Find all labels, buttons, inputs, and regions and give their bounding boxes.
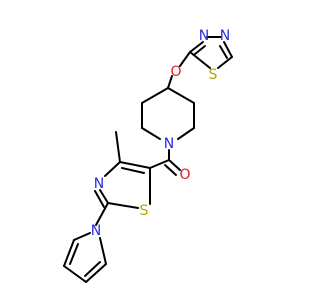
bond-pip-c4-c3 — [167, 87, 195, 104]
bond-thiazole-c5-c4-inner — [121, 167, 145, 174]
bond-pip-n1-c6 — [141, 127, 161, 140]
bond-thiadiazole-s-c2 — [189, 51, 211, 69]
bond-thiazole-n3-c2-inner — [94, 190, 105, 208]
bond-carbonyl-c-o — [168, 159, 181, 171]
bond-thiazole-c5-c4 — [119, 161, 151, 169]
bond-pyrrole-c3-c4 — [63, 265, 87, 283]
atom-o-ether: O — [170, 64, 181, 80]
bond-pyrrole-n-c2 — [99, 237, 107, 265]
bond-layer — [63, 36, 233, 283]
bond-thiadiazole-c5-n2-inner — [219, 45, 228, 59]
molecule-structure-diagram: N N S O N O N S N — [0, 0, 300, 300]
bond-thiazole-n3-c2 — [99, 189, 109, 204]
bond-thiadiazole-n2-c5 — [223, 41, 233, 58]
bond-o-ether-c4 — [167, 75, 173, 89]
atom-n-thiadiazole-1: N — [199, 28, 209, 44]
bond-thiazole-c4-n3 — [104, 161, 121, 177]
bond-thiadiazole-c2-n1 — [189, 41, 204, 53]
atom-o-carbonyl: O — [179, 167, 190, 183]
bond-carbonyl-c-o-double — [164, 164, 177, 176]
bond-pyrrole-c2-c3-inner — [84, 261, 101, 277]
atom-n-thiazole: N — [94, 176, 104, 192]
bond-c2-o-ether — [179, 51, 191, 67]
bond-thiazole-c4-methyl — [115, 131, 121, 163]
atom-n-pyrrole: N — [91, 223, 101, 239]
bond-pyrrole-c4-c5-inner — [69, 243, 79, 265]
bond-thiazole-c2-s — [107, 202, 139, 209]
atom-s-thiadiazole: S — [209, 67, 218, 83]
bond-pip-c2-n1 — [177, 127, 195, 140]
atom-s-thiazole: S — [140, 203, 149, 219]
bond-pyrrole-c5-n — [73, 232, 91, 241]
bond-pip-c5-c4 — [141, 87, 169, 104]
atom-label-layer: N N S O N O N S N — [91, 28, 230, 239]
bond-thiazole-c2-pyrrole-n — [95, 202, 109, 226]
atom-n-thiadiazole-2: N — [220, 28, 230, 44]
diagram-background — [0, 0, 300, 300]
bond-thiadiazole-c2-n1-inner — [194, 45, 206, 55]
bond-pyrrole-c2-c3 — [85, 263, 107, 283]
bond-thiadiazole-c5-s — [217, 56, 233, 69]
bond-carbonyl-c-thiazole-c5 — [149, 159, 170, 169]
atom-n-piperidine: N — [164, 136, 174, 152]
bond-pyrrole-c4-c5 — [63, 239, 75, 267]
